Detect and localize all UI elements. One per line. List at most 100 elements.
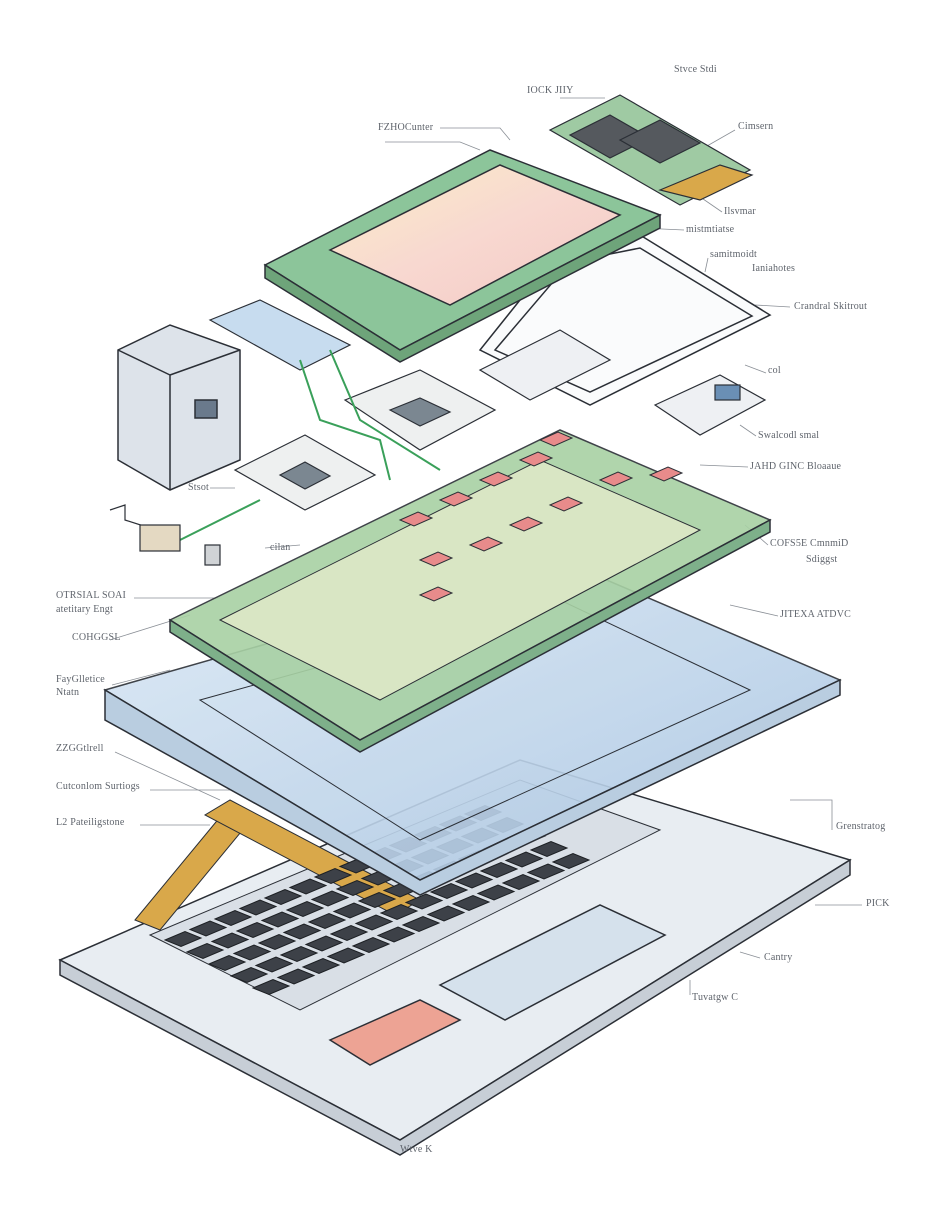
camera-bracket: [478, 329, 767, 436]
keyboard-key: [310, 890, 350, 907]
keyboard-key: [351, 936, 391, 954]
label: Stvce Stdi: [674, 64, 717, 75]
keyboard-key: [276, 968, 316, 985]
keyboard-key: [213, 909, 253, 927]
label: L2 Pateiligstone: [56, 817, 125, 828]
keyboard-key: [232, 944, 272, 961]
label: Wtve K: [400, 1144, 433, 1155]
keyboard-key: [529, 840, 569, 858]
board-chips: [398, 431, 684, 602]
keyboard-key: [301, 957, 341, 975]
keyboard-key: [429, 882, 469, 900]
keyboard-key: [404, 893, 444, 910]
keyboard-key: [479, 861, 519, 879]
keyboard-key: [504, 851, 544, 868]
board-chip: [508, 516, 544, 532]
label: Cantry: [764, 952, 793, 963]
label: Cutconlom Surtiogs: [56, 781, 140, 792]
label: COHGGSL: [72, 632, 121, 643]
label: Sdiggst: [806, 554, 838, 565]
keyboard-key: [551, 852, 591, 870]
keyboard-key: [260, 911, 300, 928]
keyboard-key: [326, 947, 366, 964]
label: Ilsvmar: [724, 206, 756, 217]
keyboard-key: [282, 923, 322, 940]
board-chip: [548, 496, 584, 512]
board-chip: [478, 471, 514, 487]
keyboard-key: [285, 900, 325, 918]
keyboard-key: [307, 912, 347, 930]
label: JAHD GINC Bloaaue: [750, 461, 842, 472]
keyboard-key: [354, 914, 394, 931]
label: COFS5E CmnmiD: [770, 538, 849, 549]
chip-pad: [328, 999, 462, 1066]
label: FayGlletice: [56, 674, 105, 685]
keyboard-key: [357, 891, 397, 909]
label: cilan: [270, 542, 291, 553]
label: Crandral Skitrout: [794, 301, 868, 312]
leader-lines: [109, 97, 862, 1151]
keyboard-key: [235, 921, 275, 939]
keyboard-key: [476, 884, 516, 901]
keyboard-key: [229, 966, 269, 984]
keyboard-key: [526, 863, 566, 880]
keyboard-key: [379, 903, 419, 921]
small-connector: [109, 504, 221, 566]
board-chip: [538, 431, 574, 447]
label: FZHOCunter: [378, 122, 434, 133]
display-panel: [263, 149, 662, 363]
label: OTRSIAL SOAI: [56, 590, 127, 601]
keyboard-key: [454, 872, 494, 889]
keyboard-key: [188, 920, 228, 937]
keyboard-key: [257, 933, 297, 951]
board-chip: [418, 586, 454, 602]
board-chip: [598, 471, 634, 487]
keyboard-key: [313, 867, 353, 885]
keyboard-key: [329, 924, 369, 942]
board-chip: [418, 551, 454, 567]
keyboard-key: [401, 915, 441, 933]
board-chip: [468, 536, 504, 552]
label: mistmtiatse: [686, 224, 735, 235]
keyboard-key: [207, 954, 247, 972]
logic-board: [168, 429, 772, 753]
label: Cimsern: [738, 121, 774, 132]
keyboard-key: [288, 878, 328, 895]
keyboard-key: [254, 956, 294, 973]
label: Grenstratog: [836, 821, 886, 832]
keyboard-key: [426, 905, 466, 922]
cpu-heatsinks: [208, 299, 497, 511]
label: PICK: [866, 898, 890, 909]
keyboard-key: [210, 932, 250, 949]
label: samitmoidt: [710, 249, 757, 260]
keyboard-key: [304, 935, 344, 952]
label: Ianiahotes: [752, 263, 796, 274]
keyboard-key: [185, 942, 225, 960]
keyboard-key: [263, 888, 303, 906]
board-chip: [398, 511, 434, 527]
label: Tuvatgw C: [692, 992, 739, 1003]
memory-module: [548, 94, 754, 206]
keyboard-key: [335, 879, 375, 897]
label: col: [768, 365, 781, 376]
label: Ntatn: [56, 687, 80, 698]
label: IOCK JIIY: [527, 85, 574, 96]
trackpad: [438, 904, 667, 1021]
label: JITEXA ATDVC: [780, 609, 852, 620]
board-chip: [438, 491, 474, 507]
label: atetitary Engt: [56, 604, 113, 615]
label: ZZGGtlrell: [56, 743, 104, 754]
battery-module: [117, 324, 241, 491]
board-chip: [518, 451, 554, 467]
cables: [179, 349, 441, 541]
label: Swalcodl smal: [758, 430, 820, 441]
keyboard-key: [376, 926, 416, 943]
keyboard-key: [332, 902, 372, 919]
label: Stsot: [188, 482, 210, 493]
keyboard-key: [451, 894, 491, 912]
keyboard-key: [251, 978, 291, 996]
board-chip: [648, 466, 684, 482]
keyboard-key: [501, 873, 541, 891]
keyboard-key: [163, 930, 203, 948]
